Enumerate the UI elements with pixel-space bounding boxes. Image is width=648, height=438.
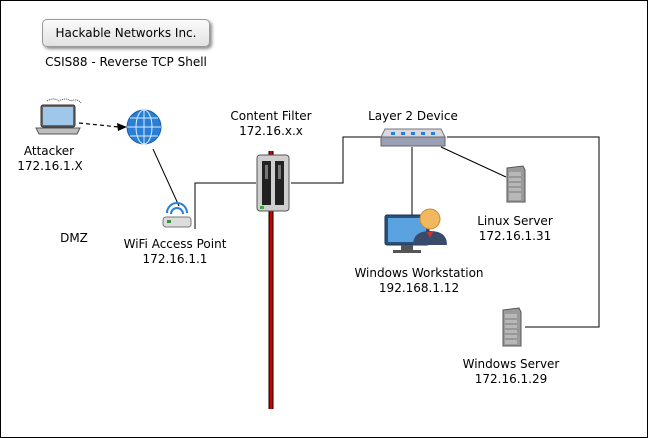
attacker-ip: 172.16.1.X	[17, 159, 83, 173]
laptop-icon	[33, 97, 83, 137]
dmz-label: DMZ	[60, 231, 88, 245]
switch-label: Layer 2 Device	[368, 109, 458, 123]
wifi-label: WiFi Access Point	[123, 237, 227, 251]
server-tower-icon	[501, 306, 523, 348]
switch-icon	[379, 127, 447, 149]
winserver-ip: 172.16.1.29	[474, 372, 548, 386]
filter-switch-link	[291, 136, 383, 184]
wifi-filter-link	[194, 182, 256, 229]
globe-icon	[124, 107, 164, 147]
wifi-router-icon	[159, 199, 195, 231]
linux-ip: 172.16.1.31	[478, 229, 552, 243]
switch-winserver-link	[447, 136, 600, 328]
linux-label: Linux Server	[477, 214, 553, 228]
arrow-head-icon	[117, 123, 127, 131]
filter-label: Content Filter	[230, 109, 312, 123]
server-tower-icon	[505, 164, 527, 204]
company-badge: Hackable Networks Inc.	[42, 19, 210, 47]
workstation-user-icon	[383, 199, 449, 255]
globe-wifi-link	[152, 148, 180, 207]
workstation-ip: 192.168.1.12	[378, 281, 460, 295]
attacker-label: Attacker	[23, 144, 75, 158]
diagram-subtitle: CSIS88 - Reverse TCP Shell	[45, 55, 207, 69]
workstation-label: Windows Workstation	[354, 266, 484, 280]
filter-ip: 172.16.x.x	[239, 124, 303, 138]
winserver-label: Windows Server	[462, 357, 560, 371]
firewall-server-icon	[255, 153, 291, 213]
switch-linux-link	[440, 146, 507, 178]
wifi-ip: 172.16.1.1	[142, 252, 208, 266]
attacker-globe-link	[78, 122, 120, 128]
